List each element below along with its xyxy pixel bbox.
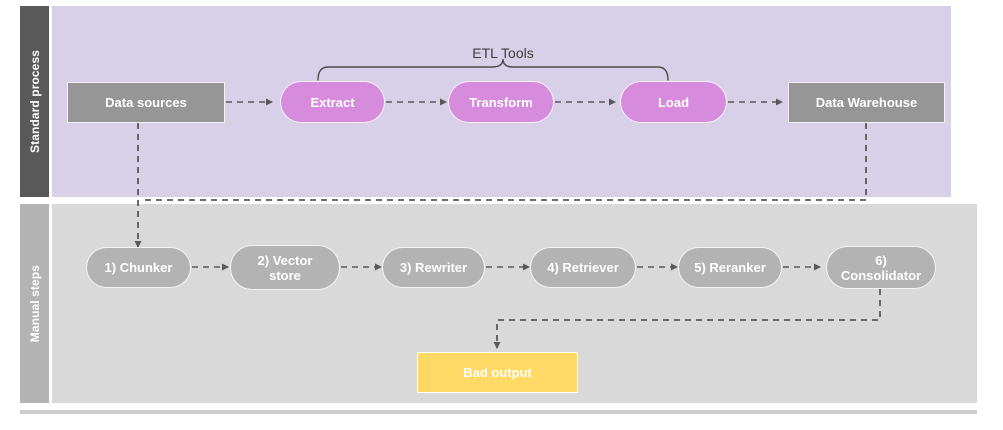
node-transform[interactable]: Transform [448, 81, 554, 123]
node-bad-output[interactable]: Bad output [417, 352, 578, 393]
node-data-sources[interactable]: Data sources [67, 82, 225, 123]
node-vector-store[interactable]: 2) Vector store [230, 245, 340, 290]
etl-tools-label: ETL Tools [472, 45, 534, 61]
node-rewriter[interactable]: 3) Rewriter [382, 247, 485, 288]
node-chunker[interactable]: 1) Chunker [86, 247, 191, 288]
node-load-label: Load [657, 94, 690, 110]
lane-header-manual-steps-label: Manual steps [27, 264, 42, 343]
node-bad-output-label: Bad output [463, 365, 532, 380]
node-rewriter-label: 3) Rewriter [399, 260, 468, 275]
node-vector-store-label: 2) Vector store [257, 252, 313, 283]
node-load[interactable]: Load [620, 81, 727, 123]
node-retriever-label: 4) Retriever [547, 260, 619, 275]
node-data-warehouse[interactable]: Data Warehouse [788, 82, 945, 123]
node-consolidator-label: 6) Consolidator [840, 252, 922, 283]
lane-header-manual-steps: Manual steps [20, 204, 49, 403]
node-retriever[interactable]: 4) Retriever [530, 247, 636, 288]
node-reranker-label: 5) Reranker [694, 260, 766, 275]
node-transform-label: Transform [469, 94, 533, 110]
node-data-sources-label: Data sources [105, 95, 187, 110]
node-reranker[interactable]: 5) Reranker [678, 247, 782, 288]
node-consolidator[interactable]: 6) Consolidator [826, 246, 936, 289]
node-extract[interactable]: Extract [280, 81, 385, 123]
node-chunker-label: 1) Chunker [104, 260, 173, 275]
bottom-divider-strip [20, 410, 977, 414]
lane-header-standard-process: Standard process [20, 6, 49, 197]
node-extract-label: Extract [310, 94, 355, 110]
node-data-warehouse-label: Data Warehouse [815, 95, 918, 110]
lane-header-standard-process-label: Standard process [27, 50, 42, 153]
